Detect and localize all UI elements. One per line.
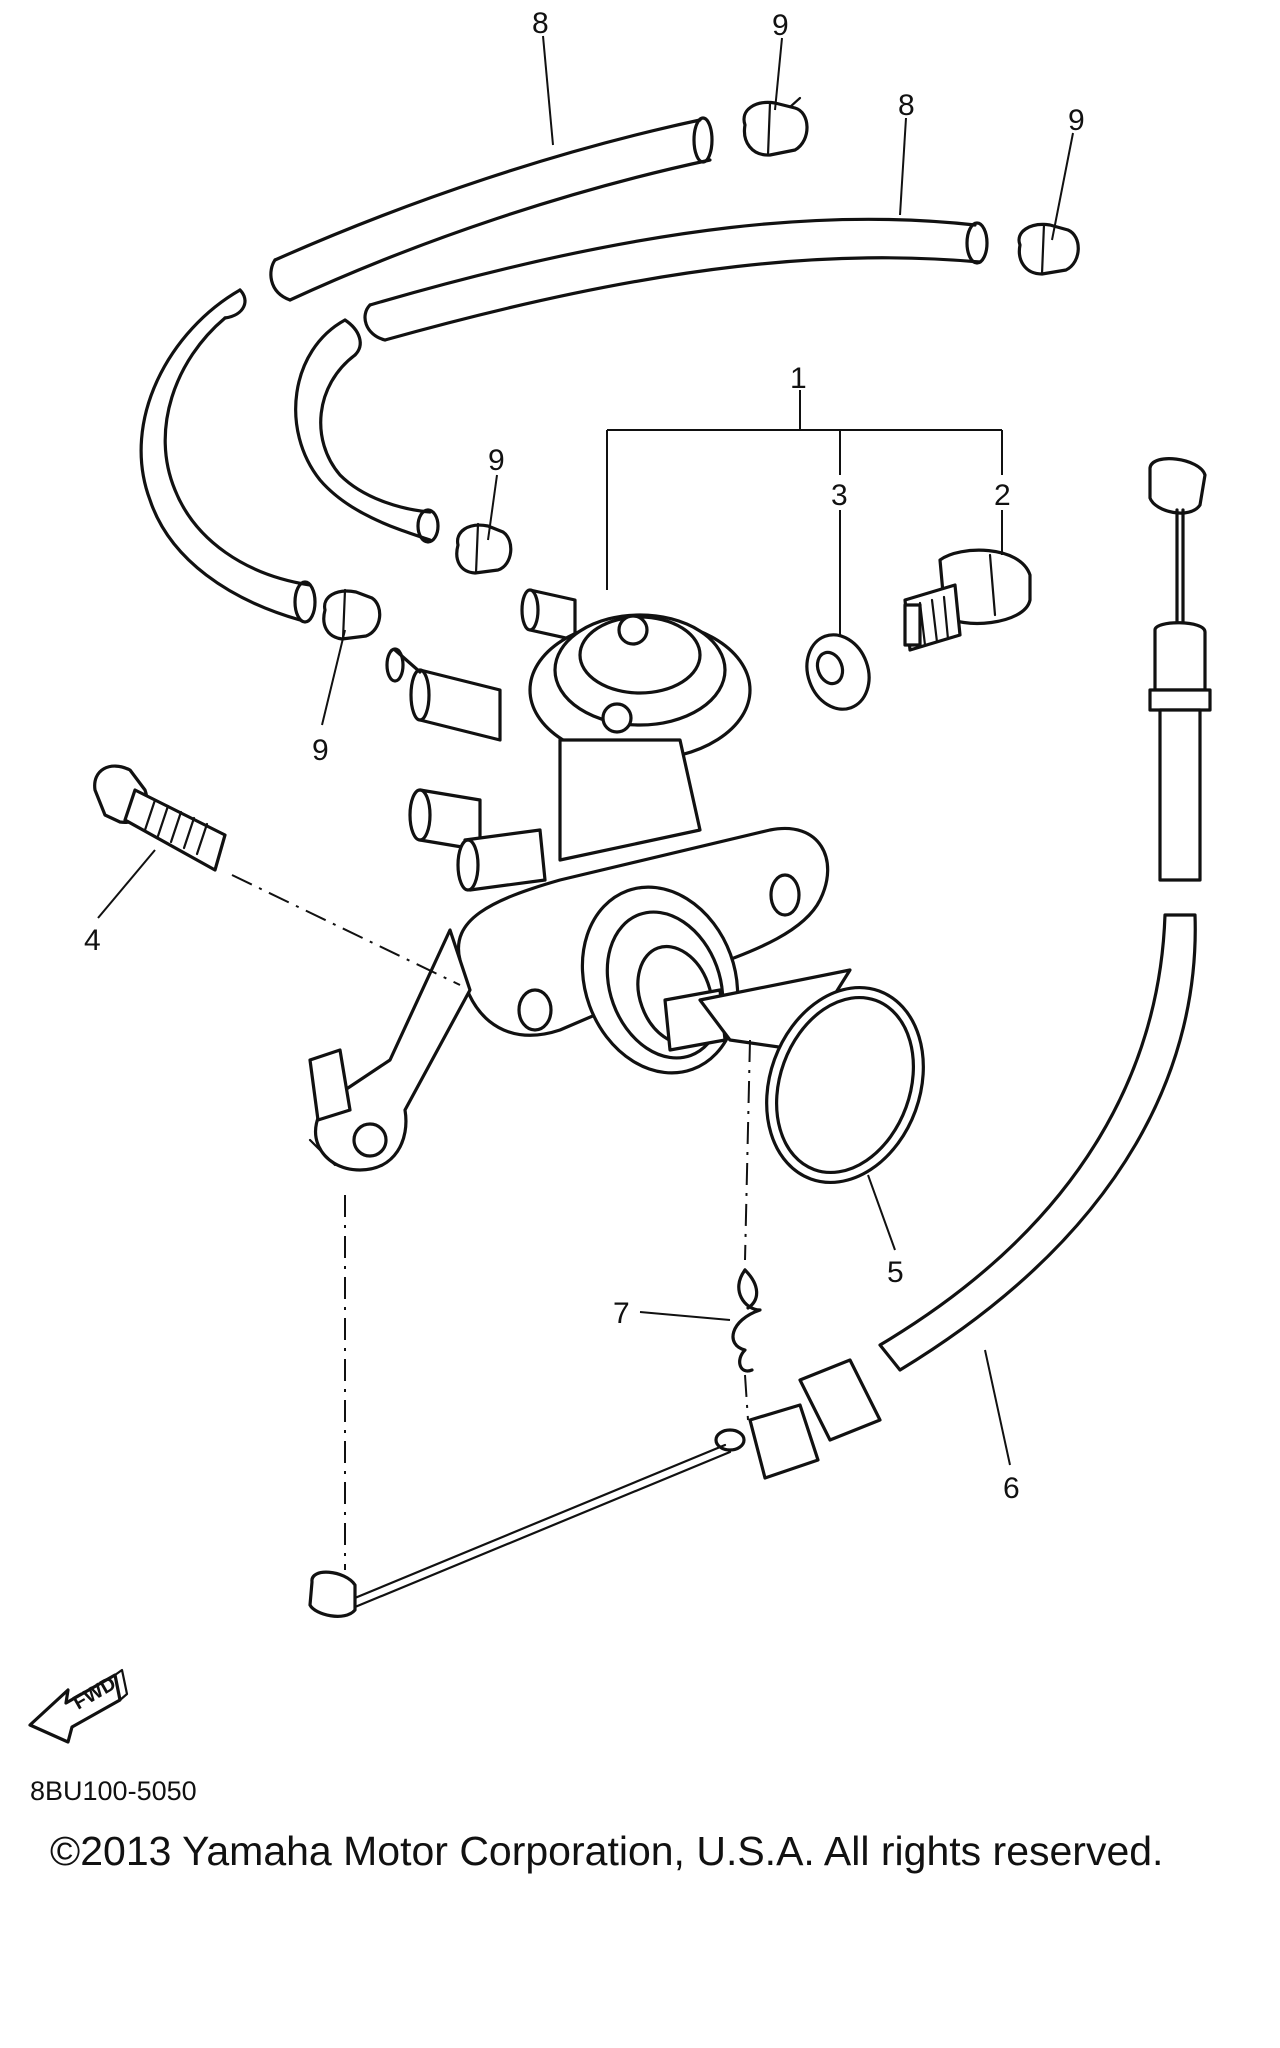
callout-9-mid: 9: [488, 444, 505, 477]
callout-7: 7: [613, 1297, 630, 1330]
callout-9-lower: 9: [312, 734, 329, 767]
oil-pump-assembly: [308, 588, 852, 1172]
callout-5: 5: [887, 1256, 904, 1289]
hose-clamp-lower: [322, 588, 382, 641]
forward-arrow-icon: FWD: [28, 1668, 129, 1744]
callout-8-right: 8: [898, 89, 915, 122]
leader-lines: [97, 35, 1074, 1570]
clip-7: [731, 1268, 762, 1373]
callout-8-left: 8: [532, 7, 549, 40]
hose-inner: [294, 217, 989, 544]
callout-9-right: 9: [1068, 104, 1085, 137]
callout-3: 3: [831, 479, 848, 512]
callout-numbers: 8 9 8 9 1 9 3 2 9 4 5 7 6: [84, 7, 1085, 1505]
hose-clamp-top-left: [742, 96, 809, 157]
bolt-2: [903, 548, 1032, 652]
washer-3: [805, 633, 871, 711]
cable-6: [308, 457, 1212, 1618]
callout-2: 2: [994, 479, 1011, 512]
callout-9-top: 9: [772, 9, 789, 42]
callout-6: 6: [1003, 1472, 1020, 1505]
hose-outer: [139, 116, 714, 624]
callout-1: 1: [790, 362, 807, 395]
o-ring-5: [765, 985, 925, 1185]
hose-clamp-top-right: [1017, 222, 1080, 276]
diagram-code: 8BU100-5050: [30, 1776, 197, 1806]
copyright-notice: ©2013 Yamaha Motor Corporation, U.S.A. A…: [50, 1828, 1164, 1874]
bolt-4: [93, 764, 227, 872]
callout-4: 4: [84, 924, 101, 957]
hose-clamp-mid: [455, 522, 513, 575]
